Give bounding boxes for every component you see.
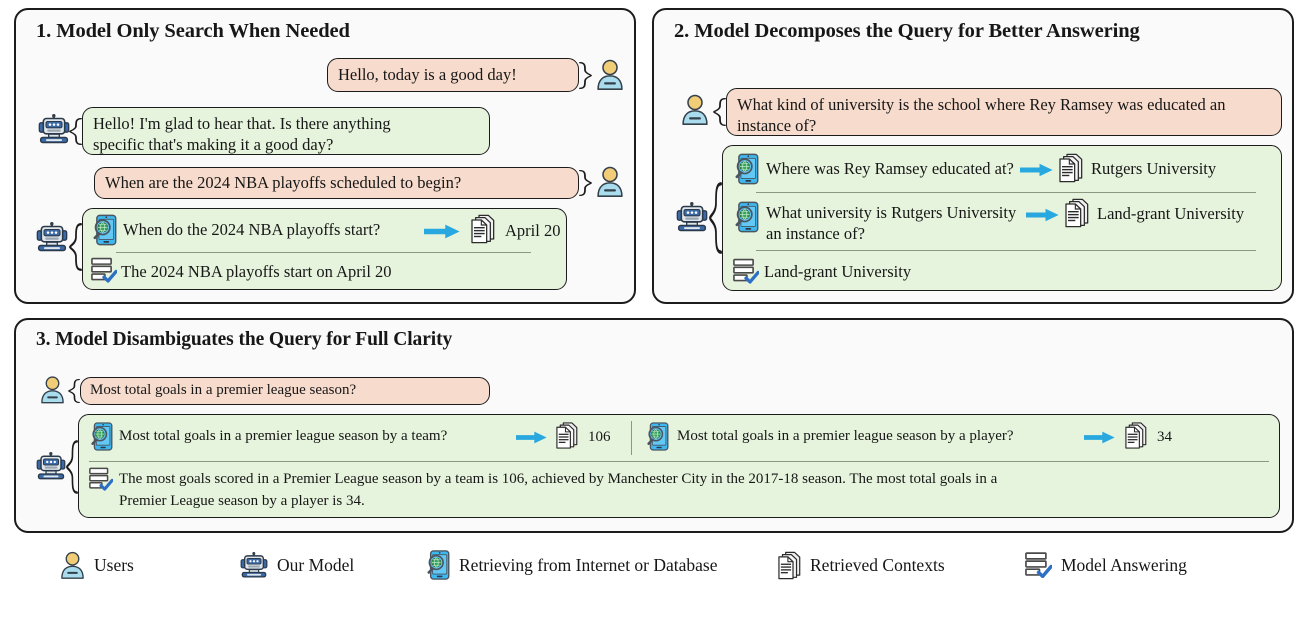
robot-icon xyxy=(36,452,66,481)
panel-2-model-tail xyxy=(709,182,722,254)
phone-search-icon xyxy=(91,214,117,246)
user-icon xyxy=(596,166,624,197)
user-icon xyxy=(60,551,85,579)
panel-3-query-1-text: Most total goals in a premier league sea… xyxy=(119,428,448,444)
documents-icon xyxy=(1065,198,1089,228)
phone-search-icon xyxy=(733,201,759,233)
legend-label-users: Users xyxy=(94,554,134,575)
panel-1-answer-text: The 2024 NBA playoffs start on April 20 xyxy=(121,262,392,281)
arrow-icon xyxy=(516,431,547,444)
panel-3-model-tail xyxy=(66,440,78,494)
panel-1-user-tail-1 xyxy=(579,62,592,89)
answer-check-icon xyxy=(91,257,117,283)
robot-icon xyxy=(36,222,68,253)
documents-icon xyxy=(556,422,578,449)
panel-2-query-2-text: What university is Rutgers University an… xyxy=(766,203,1017,244)
panel-2-result-1-text: Rutgers University xyxy=(1091,159,1217,178)
legend-label-our-model: Our Model xyxy=(277,554,355,575)
panel-3-query-2-text: Most total goals in a premier league sea… xyxy=(677,428,1014,444)
phone-search-icon xyxy=(425,550,450,580)
panel-1-user-bubble-1: Hello, today is a good day! xyxy=(327,58,579,92)
panel-2-title: 2. Model Decomposes the Query for Better… xyxy=(674,20,1140,42)
phone-search-icon xyxy=(733,153,759,185)
legend-label-retrieved-contexts: Retrieved Contexts xyxy=(810,554,945,575)
panel-model-disambiguates-the-query: 3. Model Disambiguates the Query for Ful… xyxy=(14,318,1294,533)
legend-item-our-model: Our Model xyxy=(240,543,354,587)
panel-1-search-card: When do the 2024 NBA playoffs start? Apr… xyxy=(82,208,567,290)
panel-3-title: 3. Model Disambiguates the Query for Ful… xyxy=(36,329,453,350)
legend-item-users: Users xyxy=(60,543,134,587)
robot-icon xyxy=(38,114,70,145)
panel-2-card-divider-1 xyxy=(756,192,1256,193)
phone-search-icon xyxy=(645,422,669,451)
panel-2-result-2-text: Land-grant University xyxy=(1097,204,1245,223)
answer-check-icon xyxy=(733,258,759,284)
panel-2-query-1-text: Where was Rey Ramsey educated at? xyxy=(766,159,1014,178)
panel-1-model-tail-1 xyxy=(69,118,82,145)
panel-2-card-divider-2 xyxy=(756,250,1256,251)
panel-3-answer-text: The most goals scored in a Premier Leagu… xyxy=(119,471,998,509)
arrow-icon xyxy=(1026,208,1059,222)
robot-icon xyxy=(240,552,268,579)
arrow-icon xyxy=(424,224,460,239)
panel-3-user-tail xyxy=(68,379,80,403)
documents-icon xyxy=(471,214,495,244)
legend-label-retrieving: Retrieving from Internet or Database xyxy=(459,554,718,575)
panel-1-model-tail-2 xyxy=(69,223,82,271)
robot-icon xyxy=(676,202,708,233)
panel-2-user-bubble: What kind of university is the school wh… xyxy=(726,88,1282,136)
panel-3-card-divider xyxy=(89,461,1269,462)
documents-icon xyxy=(778,551,801,580)
panel-1-title: 1. Model Only Search When Needed xyxy=(36,20,350,42)
user-icon xyxy=(596,59,624,90)
panel-1-result-1-text: April 20 xyxy=(505,221,561,240)
panel-1-user-tail-2 xyxy=(579,170,592,196)
arrow-icon xyxy=(1084,431,1115,444)
answer-check-icon xyxy=(89,467,113,491)
answer-check-icon xyxy=(1025,552,1052,578)
panel-1-card-divider xyxy=(116,252,531,253)
legend-item-retrieved-contexts: Retrieved Contexts xyxy=(778,543,945,587)
panel-3-column-divider xyxy=(631,421,632,455)
legend-item-model-answering: Model Answering xyxy=(1025,543,1187,587)
legend: Users Our Model Retrieving from Internet… xyxy=(0,543,1308,593)
user-icon xyxy=(40,375,65,404)
arrow-icon xyxy=(1020,163,1053,177)
panel-1-query-1-text: When do the 2024 NBA playoffs start? xyxy=(123,220,381,239)
phone-search-icon xyxy=(89,422,113,451)
panel-2-search-card: Where was Rey Ramsey educated at? Rutger… xyxy=(722,145,1282,291)
panel-3-search-card: Most total goals in a premier league sea… xyxy=(78,414,1280,518)
panel-2-user-tail xyxy=(713,98,726,126)
panel-3-user-bubble: Most total goals in a premier league sea… xyxy=(80,377,490,405)
panel-3-result-1-text: 106 xyxy=(588,429,611,445)
documents-icon xyxy=(1059,153,1083,183)
panel-1-model-bubble-1: Hello! I'm glad to hear that. Is there a… xyxy=(82,107,490,155)
legend-label-model-answering: Model Answering xyxy=(1061,554,1187,575)
panel-model-only-search-when-needed: 1. Model Only Search When Needed Hello, … xyxy=(14,8,636,304)
panel-2-answer-text: Land-grant University xyxy=(764,262,912,281)
documents-icon xyxy=(1125,422,1147,449)
panel-3-result-2-text: 34 xyxy=(1157,429,1172,445)
panel-model-decomposes-the-query: 2. Model Decomposes the Query for Better… xyxy=(652,8,1294,304)
panel-1-user-bubble-2: When are the 2024 NBA playoffs scheduled… xyxy=(94,167,579,199)
user-icon xyxy=(681,94,709,125)
legend-item-retrieving: Retrieving from Internet or Database xyxy=(425,543,718,587)
